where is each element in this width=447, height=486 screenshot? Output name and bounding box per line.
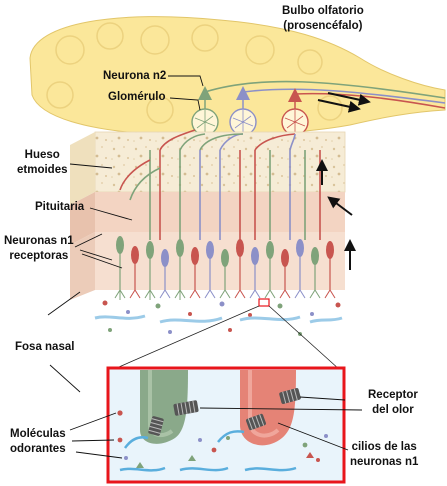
odor-receptor-label-line2: del olor (372, 404, 414, 416)
cilia-label-line2: neuronas n1 (350, 456, 419, 468)
receptor-neurons-label: Neuronas n1 receptoras (4, 234, 74, 264)
cilia-label: cilios de las neuronas n1 (350, 440, 418, 470)
odorant-molecules (117, 410, 328, 468)
olfactory-bulb-label: Bulbo olfatorio (prosencéfalo) (282, 4, 364, 34)
odor-receptor-label-line1: Receptor (368, 389, 418, 401)
signal-arrows (316, 92, 371, 270)
olfactory-bulb-label-line1: Bulbo olfatorio (282, 5, 364, 17)
ethmoid-bone-label-line2: etmoides (17, 164, 68, 176)
olfactory-bulb-label-line2: (prosencéfalo) (283, 20, 363, 32)
glomeruli (191, 108, 309, 136)
ethmoid-bone-label-line1: Hueso (24, 149, 60, 161)
odor-receptor-label: Receptor del olor (368, 388, 418, 418)
zoom-inset (106, 366, 346, 484)
odorant-molecules-label-line1: Moléculas (10, 428, 66, 440)
nasal-cavity (94, 300, 343, 336)
receptor-neurons-label-line2: receptoras (9, 250, 69, 262)
pituitary-mucosa (70, 192, 345, 300)
axon-bundles (119, 129, 321, 240)
airflow-arrows (119, 430, 297, 472)
odor-receptor-icon (148, 388, 301, 436)
pituitary-label: Pituitaria (35, 201, 85, 213)
odorant-molecules-label-line2: odorantes (10, 443, 66, 455)
odorant-molecules-label: Moléculas odorantes (10, 427, 66, 457)
neurons-n2 (198, 86, 302, 112)
neuron-n2-label: Neurona n2 (103, 70, 167, 82)
nasal-cavity-label: Fosa nasal (15, 341, 75, 353)
cilia-label-line1: cilios de las (351, 441, 417, 453)
label-pointers (47, 75, 363, 459)
receptor-neurons-label-line1: Neuronas n1 (4, 235, 74, 247)
zoom-source-box (258, 298, 270, 307)
glomerulus-label: Glomérulo (108, 91, 166, 103)
receptor-neurons-n1 (114, 236, 336, 300)
ethmoid-bone-label: Hueso etmoides (17, 148, 68, 178)
